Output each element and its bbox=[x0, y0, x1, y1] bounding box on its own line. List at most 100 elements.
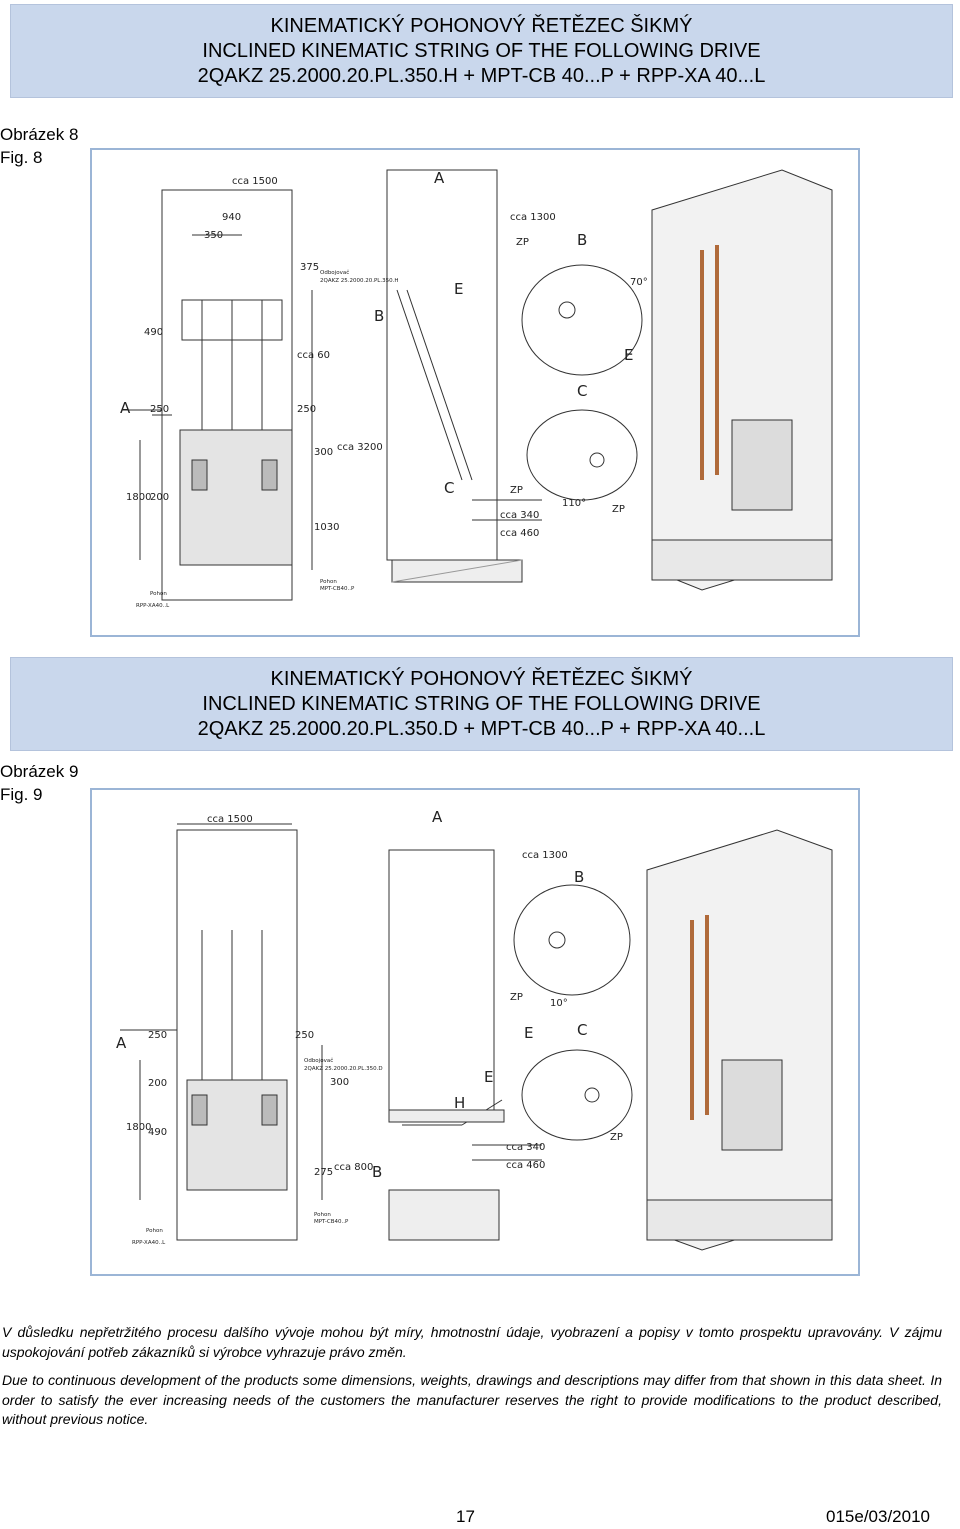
fig8-dim: cca 60 bbox=[297, 350, 330, 361]
fig8-dim: 490 bbox=[144, 327, 163, 338]
fig9-dim: 250 bbox=[148, 1030, 167, 1041]
fig9-dim: cca 1500 bbox=[207, 814, 253, 825]
fig9-small-texts: Odbojovač 2QAKZ 25.2000.20.PL.350.D Poho… bbox=[132, 1057, 383, 1246]
page-number: 17 bbox=[456, 1507, 475, 1526]
fig9-drawing-frame: A A B B C E E H cca 1500 250 250 200 300… bbox=[90, 788, 860, 1276]
fig8-small-texts: Odbojovač 2QAKZ 25.2000.20.PL.350.H Poho… bbox=[136, 269, 398, 609]
fig8-view-label: A bbox=[120, 399, 131, 417]
fig9-title-cz: KINEMATICKÝ POHONOVÝ ŘETĚZEC ŠIKMÝ bbox=[270, 667, 693, 690]
fig8-note: Pohon bbox=[320, 579, 337, 585]
fig9-title-banner: KINEMATICKÝ POHONOVÝ ŘETĚZEC ŠIKMÝ INCLI… bbox=[10, 657, 953, 751]
fig8-title-code: 2QAKZ 25.2000.20.PL.350.H + MPT-CB 40...… bbox=[197, 64, 766, 87]
fig9-view-label: E bbox=[484, 1068, 493, 1086]
fig8-note: RPP-XA40..L bbox=[136, 603, 170, 609]
fig8-dim: 250 bbox=[150, 404, 169, 415]
fig9-note: 2QAKZ 25.2000.20.PL.350.D bbox=[304, 1066, 383, 1072]
fig9-dim: cca 800 bbox=[334, 1162, 373, 1173]
fig9-dim: cca 1300 bbox=[522, 850, 568, 861]
fig9-label-en: Fig. 9 bbox=[0, 785, 43, 804]
fig9-view-label: B bbox=[574, 868, 584, 886]
fig8-dim: 1030 bbox=[314, 522, 339, 533]
fig9-dim: 10° bbox=[550, 998, 568, 1009]
fig8-side-view bbox=[386, 169, 542, 583]
fig8-dim: cca 1500 bbox=[232, 176, 278, 187]
fig8-note: Odbojovač bbox=[320, 269, 349, 276]
fig8-dim: ZP bbox=[516, 237, 529, 248]
fig8-dim: 375 bbox=[300, 262, 319, 273]
fig9-dimensions: cca 1500 250 250 200 300 1800 490 275 cc… bbox=[126, 814, 623, 1178]
fig9-view-label: C bbox=[577, 1021, 587, 1039]
fig9-note: Pohon bbox=[314, 1212, 331, 1218]
fig9-view-label: B bbox=[372, 1163, 382, 1181]
fig9-front-view bbox=[120, 823, 323, 1241]
fig8-dim: cca 340 bbox=[500, 510, 539, 521]
fig9-note: RPP-XA40..L bbox=[132, 1240, 166, 1246]
fig8-view-label: B bbox=[374, 307, 384, 325]
fig9-dim: ZP bbox=[610, 1132, 623, 1143]
fig8-dim: cca 1300 bbox=[510, 212, 556, 223]
fig8-dim: ZP bbox=[612, 504, 625, 515]
fig9-label: Obrázek 9 Fig. 9 bbox=[0, 760, 78, 806]
fig8-dim: 200 bbox=[150, 492, 169, 503]
fig8-dim: 250 bbox=[297, 404, 316, 415]
fig9-title-en: INCLINED KINEMATIC STRING OF THE FOLLOWI… bbox=[202, 692, 761, 715]
fig9-dim: 1800 bbox=[126, 1122, 151, 1133]
fig8-dim: cca 460 bbox=[500, 528, 539, 539]
fig8-dimensions: cca 1500 940 350 375 490 cca 60 250 250 … bbox=[126, 176, 648, 539]
fig9-dim: cca 460 bbox=[506, 1160, 545, 1171]
fig8-title-cz: KINEMATICKÝ POHONOVÝ ŘETĚZEC ŠIKMÝ bbox=[270, 14, 693, 37]
fig9-note: Odbojovač bbox=[304, 1057, 333, 1064]
fig8-view-label: E bbox=[624, 346, 633, 364]
fig8-view-label: E bbox=[454, 280, 463, 298]
fig8-view-label: A bbox=[434, 169, 445, 187]
fig8-technical-drawing: A B C A B C E E cca 1500 940 350 375 490… bbox=[120, 169, 833, 609]
fig8-view-label: C bbox=[577, 382, 587, 400]
fig9-detail-views bbox=[513, 884, 633, 1141]
fig9-view-labels: A A B B C E E H bbox=[116, 808, 587, 1181]
fig9-technical-drawing: A A B B C E E H cca 1500 250 250 200 300… bbox=[116, 808, 833, 1251]
fig8-note: MPT-CB40..P bbox=[320, 586, 355, 592]
fig8-view-label: B bbox=[577, 231, 587, 249]
fig8-dim: ZP bbox=[510, 485, 523, 496]
fig8-label-en: Fig. 8 bbox=[0, 148, 43, 167]
fig8-dim: 70° bbox=[630, 277, 648, 288]
fig9-title-code: 2QAKZ 25.2000.20.PL.350.D + MPT-CB 40...… bbox=[197, 717, 766, 740]
fig8-title-en: INCLINED KINEMATIC STRING OF THE FOLLOWI… bbox=[202, 39, 761, 62]
fig9-view-label: A bbox=[432, 808, 443, 826]
fig8-dim: 940 bbox=[222, 212, 241, 223]
fig9-view-label: A bbox=[116, 1034, 127, 1052]
fig9-view-label: E bbox=[524, 1024, 533, 1042]
fig8-dim: 110° bbox=[562, 498, 586, 509]
disclaimer-en: Due to continuous development of the pro… bbox=[2, 1372, 942, 1427]
fig9-isometric-view bbox=[646, 829, 833, 1251]
fig8-drawing-frame: A B C A B C E E cca 1500 940 350 375 490… bbox=[90, 148, 860, 637]
fig8-view-labels: A B C A B C E E bbox=[120, 169, 633, 497]
fig8-detail-views bbox=[521, 264, 643, 501]
fig8-dim: 1800 bbox=[126, 492, 151, 503]
fig9-note: Pohon bbox=[146, 1228, 163, 1234]
fig8-view-label: C bbox=[444, 479, 454, 497]
fig9-side-view bbox=[388, 849, 542, 1241]
fig9-dim: 250 bbox=[295, 1030, 314, 1041]
fig9-dim: 490 bbox=[148, 1127, 167, 1138]
fig8-title-banner: KINEMATICKÝ POHONOVÝ ŘETĚZEC ŠIKMÝ INCLI… bbox=[10, 4, 953, 98]
fig9-dim: 200 bbox=[148, 1078, 167, 1089]
fig9-note: MPT-CB40..P bbox=[314, 1219, 349, 1225]
fig8-isometric-view bbox=[651, 169, 833, 591]
fig8-label-cz: Obrázek 8 bbox=[0, 125, 79, 144]
fig8-dim: 300 bbox=[314, 447, 333, 458]
fig8-note: 2QAKZ 25.2000.20.PL.350.H bbox=[320, 278, 398, 284]
fig8-dim: 350 bbox=[204, 230, 223, 241]
disclaimer-cz: V důsledku nepřetržitého procesu dalšího… bbox=[2, 1324, 942, 1360]
document-code: 015e/03/2010 bbox=[826, 1507, 930, 1526]
fig9-label-cz: Obrázek 9 bbox=[0, 762, 79, 781]
fig9-view-label: H bbox=[454, 1094, 465, 1112]
fig9-dim: 300 bbox=[330, 1077, 349, 1088]
fig9-dim: cca 340 bbox=[506, 1142, 545, 1153]
fig9-dim: ZP bbox=[510, 992, 523, 1003]
fig8-front-view bbox=[122, 189, 313, 601]
fig9-dim: 275 bbox=[314, 1167, 333, 1178]
fig8-dim: cca 3200 bbox=[337, 442, 383, 453]
fig8-note: Pohon bbox=[150, 591, 167, 597]
fig8-label: Obrázek 8 Fig. 8 bbox=[0, 123, 78, 169]
